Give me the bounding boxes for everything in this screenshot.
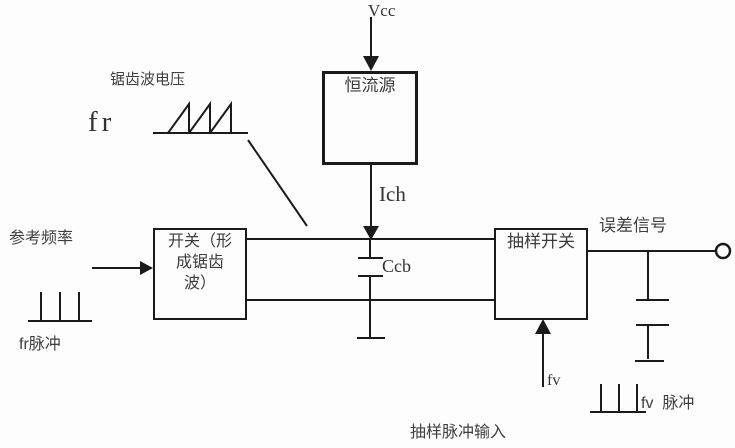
ccb-capacitor xyxy=(357,239,385,339)
block-label: 开关（形 成锯齿 波） xyxy=(167,233,232,292)
fv-pulse-label: fv 脉冲 xyxy=(641,395,695,412)
ich-label: Ich xyxy=(379,182,406,206)
sawtooth-waveform-icon xyxy=(153,100,248,134)
ich-wire xyxy=(363,165,379,240)
vcc-label: Vcc xyxy=(368,1,396,20)
sawtooth-voltage-label: 锯齿波电压 xyxy=(110,71,186,88)
vcc-feed-wire xyxy=(363,17,379,71)
block-label: 恒流源 xyxy=(344,76,396,95)
sawtooth-pointer-line xyxy=(247,139,308,227)
fv-label: fv xyxy=(547,372,561,389)
arrowhead-up-icon xyxy=(535,319,551,334)
block-label: 抽样开关 xyxy=(507,232,575,251)
block-constant-current-source: 恒流源 xyxy=(322,71,418,165)
arrowhead-down-icon xyxy=(363,56,379,71)
circle-terminal-icon xyxy=(714,242,732,260)
arrowhead-right-icon xyxy=(140,261,153,275)
block-sampling-switch: 抽样开关 xyxy=(494,228,588,320)
reference-frequency-label: 参考频率 xyxy=(9,230,74,247)
block-sawtooth-switch: 开关（形 成锯齿 波） xyxy=(153,228,247,320)
arrowhead-down-icon xyxy=(363,226,379,240)
error-signal-label: 误差信号 xyxy=(599,216,667,235)
fr-pulse-train-icon xyxy=(28,292,92,322)
output-capacitor-branch xyxy=(635,251,669,362)
fv-input-arrow xyxy=(535,319,551,387)
fr-label: fr xyxy=(88,106,116,138)
fv-pulse-train-icon xyxy=(590,384,646,413)
error-output-wire xyxy=(588,242,732,260)
fr-pulse-label: fr脉冲 xyxy=(19,336,61,353)
reference-input-arrow xyxy=(92,261,153,275)
sampling-pulse-input-label: 抽样脉冲输入 xyxy=(410,424,507,441)
ccb-label: Ccb xyxy=(382,256,411,276)
